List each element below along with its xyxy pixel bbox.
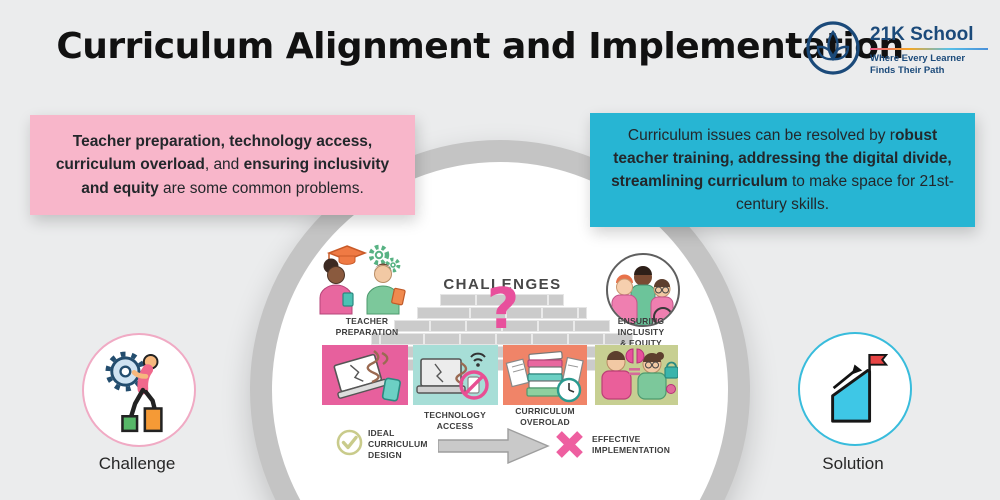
logo-tagline-2: Finds Their Path: [870, 65, 945, 76]
teacher-woman-figure: [319, 258, 354, 315]
equals-icon: [629, 368, 640, 371]
padlock-icon: [664, 361, 678, 379]
clock-icon: [556, 377, 582, 403]
wifi-icon: [470, 352, 486, 367]
question-mark: ?: [486, 277, 520, 342]
inclusivity-illustration: [606, 253, 680, 327]
teacher-man-figure: [366, 263, 406, 315]
split-coin-icon: [625, 348, 645, 364]
lock-dot-icon: [666, 384, 676, 394]
curriculum-overload-panel: [503, 345, 587, 405]
technology-access-panel: [413, 345, 498, 405]
challenge-badge: [82, 333, 196, 447]
lotus-logo-icon: [805, 20, 861, 81]
x-mark-icon: [554, 429, 585, 465]
equity-gap-panel: [595, 345, 678, 405]
checkmark-icon: [336, 429, 363, 461]
logo-brand-name: 21K School: [870, 23, 974, 45]
problem-callout: Teacher preparation, technology access, …: [30, 115, 415, 215]
broken-laptop-panel: [322, 345, 408, 405]
graduation-cap-icon: [326, 245, 368, 267]
solution-callout: Curriculum issues can be resolved by rob…: [590, 113, 975, 227]
page-title: Curriculum Alignment and Implementation: [56, 26, 904, 67]
solution-badge-label: Solution: [822, 454, 884, 473]
no-phone-icon: [459, 370, 489, 400]
challenge-badge-label: Challenge: [98, 454, 176, 473]
logo-gradient-divider: [870, 47, 988, 50]
flow-arrow-icon: [437, 426, 550, 471]
person-carrying-gear-icon: [105, 351, 163, 433]
summit-flag-icon: [831, 353, 889, 423]
gears-icon: [368, 244, 401, 273]
teacher-preparation-illustration: [305, 243, 423, 320]
challenges-heading: CHALLENGES: [443, 276, 562, 293]
logo-tagline-1: Where Every Learner: [870, 52, 966, 64]
solution-badge: [798, 332, 912, 446]
brand-logo: 21K School Where Every Learner Finds The…: [805, 20, 988, 81]
